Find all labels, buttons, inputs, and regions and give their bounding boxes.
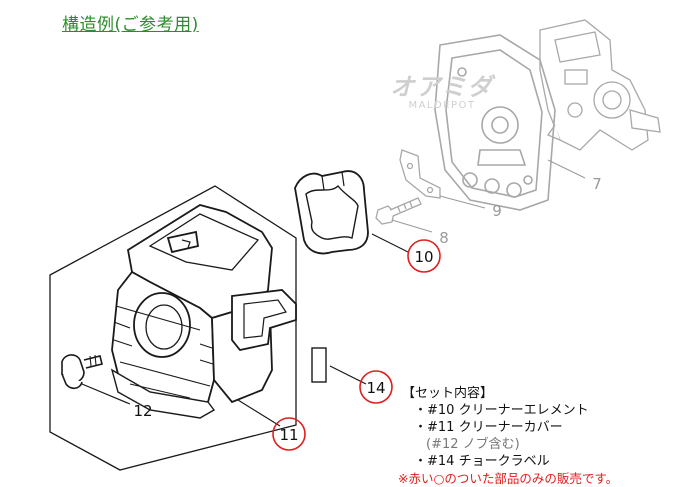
leader-10 <box>371 233 409 253</box>
callout-14: 14 <box>366 379 385 397</box>
bolt-part <box>375 197 422 225</box>
page-title: 構造例(ご参考用) <box>62 15 199 35</box>
watermark-main: オアミダ <box>390 73 494 101</box>
highlight-circle-11 <box>272 417 306 451</box>
callout-11: 11 <box>279 426 298 444</box>
highlight-circle-14 <box>359 370 393 404</box>
callout-9: 9 <box>492 202 502 220</box>
leader-9 <box>439 195 486 209</box>
leader-8 <box>391 219 433 233</box>
legend-sale-note: ※赤い○のついた部品のみの販売です。 <box>398 471 619 486</box>
cover-frame <box>49 185 297 471</box>
callout-8: 8 <box>439 229 449 247</box>
legend-item-14: ・#14 チョークラベル <box>414 454 550 469</box>
callout-10: 10 <box>414 248 433 266</box>
highlight-circle-10 <box>407 239 441 273</box>
base-plate <box>434 34 556 211</box>
cleaner-element <box>294 170 369 255</box>
cleaner-cover <box>110 204 297 419</box>
leader-7 <box>547 159 586 179</box>
set-contents-legend: 【セット内容】 ・#10 クリーナーエレメント ・#11 クリーナーカバー (#… <box>398 385 618 487</box>
watermark-sub: MALDEPOT <box>408 100 476 111</box>
carburetor-assembly <box>539 19 661 151</box>
leader-14 <box>329 365 367 385</box>
leader-11 <box>237 399 281 427</box>
legend-item-11: ・#11 クリーナーカバー <box>414 420 563 435</box>
callout-12: 12 <box>133 402 152 420</box>
bracket-part <box>399 149 441 199</box>
legend-item-10: ・#10 クリーナーエレメント <box>414 403 589 418</box>
choke-label-part <box>311 347 327 383</box>
knob-part <box>61 354 103 390</box>
watermark-logo: オアミダ MALDEPOT <box>372 74 512 112</box>
leader-12 <box>81 383 131 405</box>
callout-7: 7 <box>592 175 602 193</box>
legend-heading: 【セット内容】 <box>402 386 494 401</box>
legend-sub-note: (#12 ノブ含む) <box>426 437 520 452</box>
